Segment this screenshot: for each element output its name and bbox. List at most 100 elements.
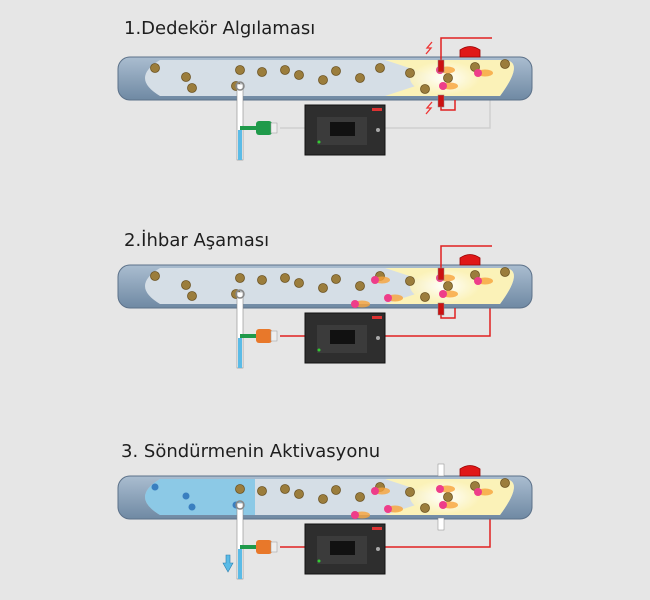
flame-detector-top	[437, 463, 445, 477]
panel-key	[376, 547, 380, 551]
stage-2	[117, 245, 533, 369]
wire-panel-pipe	[385, 308, 491, 337]
valve-stem	[240, 334, 258, 338]
suppressed-particle	[151, 483, 159, 491]
smoke-particle	[318, 75, 328, 85]
detector-wire-top	[440, 37, 492, 65]
smoke-particle	[181, 280, 191, 290]
stage-1	[117, 37, 533, 161]
panel-power-led	[317, 559, 321, 563]
sampling-tube-water	[238, 549, 242, 579]
panel-key	[376, 336, 380, 340]
smoke-particle	[420, 503, 430, 513]
smoke-particle	[500, 478, 510, 488]
smoke-particle	[355, 492, 365, 502]
smoke-particle	[318, 494, 328, 504]
sampling-tube-water	[238, 338, 242, 368]
smoke-particle	[331, 485, 341, 495]
smoke-particle	[443, 281, 453, 291]
suppressed-particle	[188, 503, 196, 511]
smoke-particle	[257, 67, 267, 77]
spark-icon	[425, 41, 433, 55]
smoke-particle	[420, 84, 430, 94]
smoke-particle	[318, 283, 328, 293]
smoke-particle	[500, 59, 510, 69]
spark-icon	[425, 101, 433, 115]
ember-particle	[371, 487, 379, 495]
panel-power-led	[317, 140, 321, 144]
smoke-particle	[235, 65, 245, 75]
smoke-particle	[257, 275, 267, 285]
smoke-particle	[187, 291, 197, 301]
ember-particle	[439, 501, 447, 509]
smoke-particle	[181, 72, 191, 82]
flame-detector-bottom	[437, 517, 445, 531]
alarm-sounder	[459, 46, 481, 58]
smoke-particle	[294, 70, 304, 80]
stage-3	[117, 463, 533, 580]
smoke-particle	[331, 274, 341, 284]
sampling-tube-water	[238, 130, 242, 160]
smoke-particle	[420, 292, 430, 302]
smoke-particle	[443, 73, 453, 83]
panel-badge	[372, 527, 382, 530]
flow-up-arrow-icon	[222, 554, 234, 573]
panel-key	[376, 128, 380, 132]
suppression-agent-cloud	[145, 479, 255, 515]
panel-display	[330, 330, 355, 344]
flame-detector-bottom	[437, 302, 445, 316]
flame-detector-top	[437, 267, 445, 281]
ember-particle	[439, 82, 447, 90]
ember-particle	[474, 488, 482, 496]
actuator-valve	[256, 121, 272, 135]
smoke-particle	[150, 63, 160, 73]
flame-detector-bottom	[437, 94, 445, 108]
panel-badge	[372, 316, 382, 319]
wire-panel-pipe	[385, 100, 491, 129]
smoke-particle	[500, 267, 510, 277]
panel-display	[330, 541, 355, 555]
smoke-particle	[405, 487, 415, 497]
smoke-particle	[150, 271, 160, 281]
smoke-particle	[294, 489, 304, 499]
stage-3-title: 3. Söndürmenin Aktivasyonu	[121, 441, 381, 462]
smoke-particle	[375, 63, 385, 73]
panel-badge	[372, 108, 382, 111]
alarm-sounder	[459, 254, 481, 266]
valve-stem	[240, 545, 258, 549]
smoke-particle	[280, 484, 290, 494]
ember-particle	[351, 300, 359, 308]
ember-particle	[474, 277, 482, 285]
stage-1-title: 1.Dedekör Algılaması	[124, 18, 316, 39]
flame-detector-top	[437, 59, 445, 73]
panel-power-led	[317, 348, 321, 352]
valve-stem	[240, 126, 258, 130]
smoke-particle	[235, 273, 245, 283]
smoke-particle	[355, 281, 365, 291]
ember-particle	[474, 69, 482, 77]
smoke-particle	[294, 278, 304, 288]
ember-particle	[371, 276, 379, 284]
detector-wire-top	[440, 245, 492, 273]
smoke-particle	[443, 492, 453, 502]
sampling-inlet	[235, 289, 245, 299]
smoke-particle	[405, 68, 415, 78]
ember-particle	[351, 511, 359, 519]
actuator-valve	[256, 329, 272, 343]
valve-cap	[270, 541, 278, 553]
stage-2-title: 2.İhbar Aşaması	[124, 230, 270, 251]
ember-particle	[439, 290, 447, 298]
ember-particle	[384, 505, 392, 513]
smoke-particle	[331, 66, 341, 76]
sampling-inlet	[235, 500, 245, 510]
smoke-particle	[280, 65, 290, 75]
valve-cap	[270, 122, 278, 134]
smoke-particle	[235, 484, 245, 494]
ember-particle	[384, 294, 392, 302]
smoke-particle	[187, 83, 197, 93]
smoke-particle	[405, 276, 415, 286]
sampling-inlet	[235, 81, 245, 91]
suppressed-particle	[182, 492, 190, 500]
